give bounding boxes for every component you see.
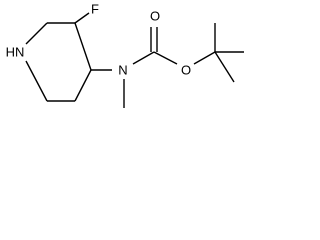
- tert-butyl-group: [214, 23, 244, 83]
- bond-tbu-methyl-down: [214, 51, 235, 83]
- amide-nitrogen-label: N: [118, 63, 127, 78]
- bond-n-carbonyl: [132, 51, 155, 65]
- bond-n1-c2: [25, 22, 48, 45]
- bond-c4-c5: [74, 69, 92, 102]
- bond-c6-n1: [25, 60, 48, 102]
- carbonyl-oxygen-label: O: [150, 9, 160, 24]
- ring-nitrogen-label: HN: [6, 45, 25, 60]
- bond-ester-o-quaternary-c: [193, 51, 216, 65]
- chemical-structure-diagram: HN F N O O: [6, 2, 244, 108]
- bond-c3-c4: [74, 22, 92, 71]
- bond-c3-f: [74, 12, 90, 24]
- ester-oxygen-label: O: [181, 63, 191, 78]
- piperidine-ring: [25, 22, 92, 102]
- bond-carbonyl-ester-o: [153, 51, 178, 65]
- fluorine-label: F: [91, 2, 99, 17]
